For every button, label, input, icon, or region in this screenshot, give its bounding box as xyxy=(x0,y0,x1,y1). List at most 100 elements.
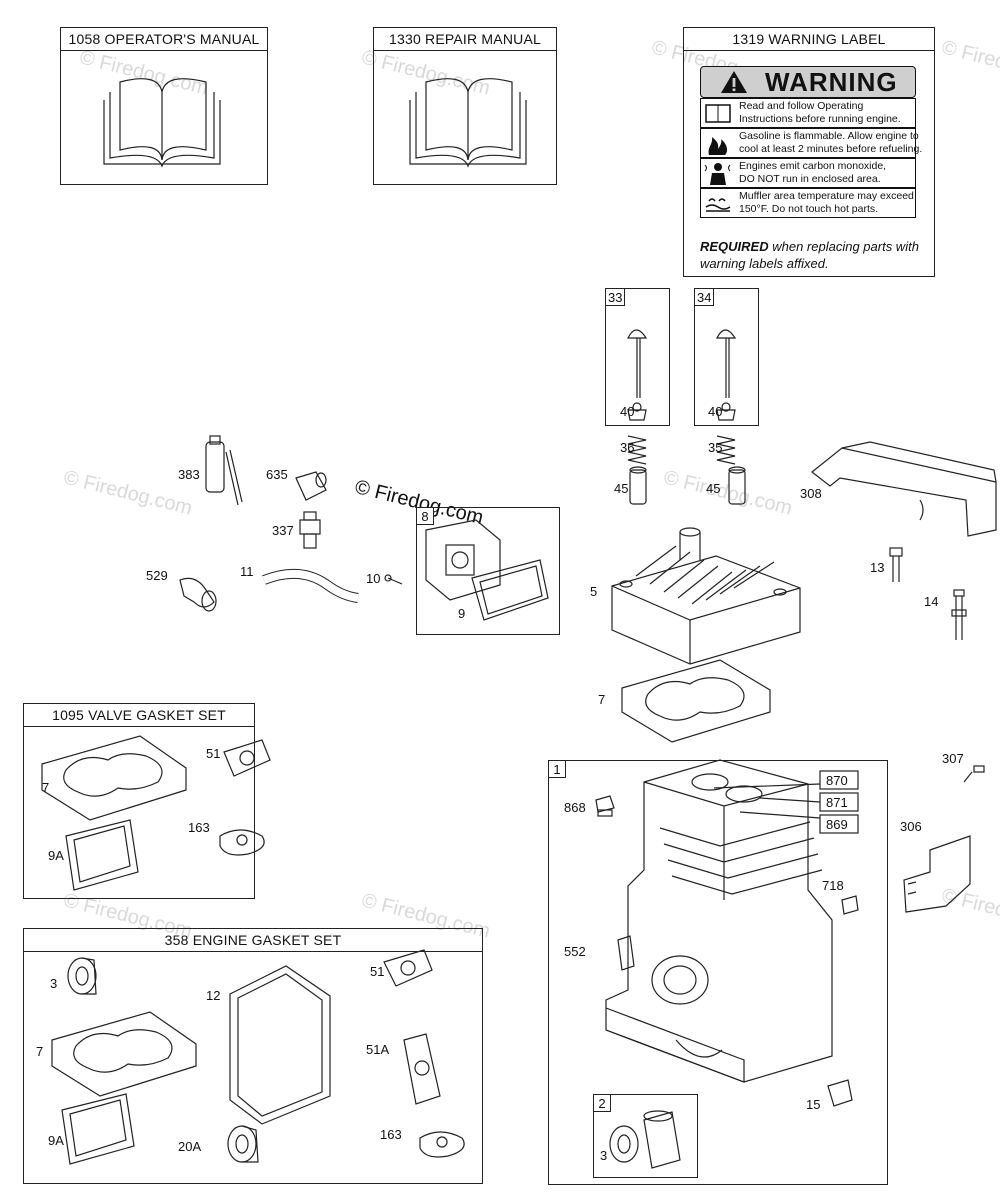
carburetor-box: 8 xyxy=(416,507,560,635)
part-label: 20A xyxy=(178,1139,202,1154)
part-label: 7 xyxy=(598,692,606,707)
warning-footer-text: when replacing parts with warning labels… xyxy=(700,239,919,271)
warning-row-text: Gasoline is flammable. Allow engine to c… xyxy=(739,130,923,155)
part-label: 552 xyxy=(564,944,586,959)
warning-footer: REQUIRED when replacing parts with warni… xyxy=(700,238,930,272)
part-label: 13 xyxy=(870,560,885,575)
part-label: 51 xyxy=(370,964,385,979)
valve-gasket-set-title: 1095 VALVE GASKET SET xyxy=(24,704,254,727)
gasket-163e-drawing xyxy=(419,1131,465,1158)
part-label: 45 xyxy=(706,481,721,496)
warning-decal: WARNING Read and follow Operating Instru… xyxy=(700,66,922,226)
warning-label-box: 1319 WARNING LABEL xyxy=(683,27,935,277)
screw-drawing xyxy=(384,574,403,585)
manual-icon xyxy=(705,104,731,123)
warning-row-text: Engines emit carbon monoxide, DO NOT run… xyxy=(739,160,887,185)
seal-3-drawing xyxy=(67,957,97,995)
part-label: 163 xyxy=(380,1127,402,1142)
dowel-pin-drawing xyxy=(617,935,635,971)
part-label: 7 xyxy=(36,1044,44,1059)
warning-row: Gasoline is flammable. Allow engine to c… xyxy=(700,128,922,158)
valve-spring-drawing xyxy=(627,435,736,465)
part-label: 15 xyxy=(806,1097,821,1112)
person-fumes-icon xyxy=(704,163,731,185)
part-label: 12 xyxy=(206,988,221,1003)
breather-tube-drawing xyxy=(262,568,359,603)
part-label: 35 xyxy=(708,440,723,455)
dowel-pin-drawing xyxy=(841,895,859,915)
manual-book-icon xyxy=(409,78,527,168)
breather-assembly-drawing xyxy=(425,519,501,601)
gasket-7e-drawing xyxy=(51,1011,197,1097)
flame-icon xyxy=(708,137,728,155)
gasket-51-drawing xyxy=(223,739,271,777)
valve-gasket-set-box: 1095 VALVE GASKET SET xyxy=(23,703,255,899)
part-label: 337 xyxy=(272,523,294,538)
part-label: 14 xyxy=(924,594,939,609)
part-label: 307 xyxy=(942,751,964,766)
drain-plug-drawing xyxy=(827,1079,853,1107)
engine-block-drawing xyxy=(605,759,833,1083)
part-label: 40 xyxy=(708,404,723,419)
part-label: 36 xyxy=(620,440,635,455)
head-gasket-drawing xyxy=(621,659,771,743)
box-tag: 34 xyxy=(694,288,715,306)
ignition-coil-drawing xyxy=(205,435,243,506)
heat-shield-drawing xyxy=(903,835,971,913)
sleeve-drawing xyxy=(609,1110,681,1169)
hot-surface-icon xyxy=(705,198,731,212)
part-label: 51A xyxy=(366,1042,390,1057)
box-tag: 2 xyxy=(593,1094,611,1112)
part-label: 306 xyxy=(900,819,922,834)
gasket-7-drawing xyxy=(41,735,187,821)
part-label: 868 xyxy=(564,800,586,815)
gasket-12-drawing xyxy=(229,965,331,1125)
warning-footer-bold: REQUIRED xyxy=(700,239,769,254)
stud-drawing xyxy=(951,589,967,640)
repair-manual-title: 1330 REPAIR MANUAL xyxy=(374,28,556,51)
valve-box-33: 33 xyxy=(605,288,670,426)
cylinder-head-drawing xyxy=(611,527,801,665)
part-label: 718 xyxy=(822,878,844,893)
warning-header-text: WARNING xyxy=(765,67,898,97)
part-label: 40 xyxy=(620,404,635,419)
manual-book-icon xyxy=(103,78,221,168)
gasket-9A-drawing xyxy=(65,819,139,891)
part-label: 383 xyxy=(178,467,200,482)
engine-gasket-set-box: 358 ENGINE GASKET SET xyxy=(23,928,483,1184)
part-label: 3 xyxy=(600,1148,608,1163)
box-tag: 8 xyxy=(416,507,434,525)
warning-triangle-icon xyxy=(721,71,747,93)
part-label: 9 xyxy=(458,606,466,621)
callout-label: 871 xyxy=(826,795,848,810)
bolt-drawing xyxy=(889,547,903,582)
part-label: 5 xyxy=(590,584,598,599)
repair-manual-box: 1330 REPAIR MANUAL xyxy=(373,27,557,185)
plug-boot-drawing xyxy=(295,471,327,501)
gasket-9Ae-drawing xyxy=(61,1093,135,1165)
part-label: 9A xyxy=(48,848,64,863)
part-label: 10 xyxy=(366,571,381,586)
part-label: 635 xyxy=(266,467,288,482)
gasket-163-drawing xyxy=(219,829,265,856)
valve-34-drawing xyxy=(716,329,737,421)
part-label: 9A xyxy=(48,1133,64,1148)
part-label: 45 xyxy=(614,481,629,496)
warning-row-text: Read and follow Operating Instructions b… xyxy=(739,100,901,125)
screw-307-drawing xyxy=(963,765,985,783)
part-label: 51 xyxy=(206,746,221,761)
breather-gasket-drawing xyxy=(471,559,549,621)
callout-label: 870 xyxy=(826,773,848,788)
operators-manual-title: 1058 OPERATOR'S MANUAL xyxy=(61,28,267,51)
gasket-51A-drawing xyxy=(403,1033,441,1105)
oil-plug-drawing xyxy=(595,795,615,817)
warning-row: Muffler area temperature may exceed 150°… xyxy=(700,188,916,218)
part-label: 3 xyxy=(50,976,58,991)
part-label: 308 xyxy=(800,486,822,501)
warning-header: WARNING xyxy=(700,66,916,98)
valve-guide-drawing xyxy=(629,466,746,505)
warning-row-text: Muffler area temperature may exceed 150°… xyxy=(739,190,914,215)
engine-gasket-set-title: 358 ENGINE GASKET SET xyxy=(24,929,482,952)
part-label: 529 xyxy=(146,568,168,583)
